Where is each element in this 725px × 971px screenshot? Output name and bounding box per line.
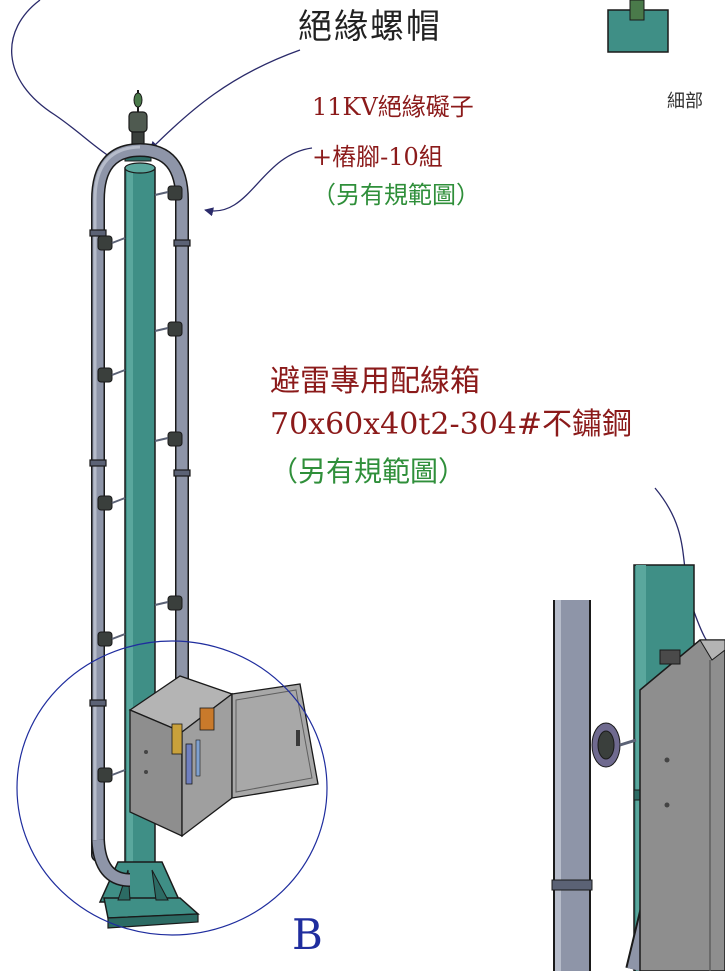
detail-view-b — [551, 564, 725, 971]
insulator-spec-note: （另有規範圖） — [312, 181, 480, 209]
detail-pole-top — [607, 0, 669, 53]
insulating-nut-label: 絕緣螺帽 — [298, 7, 442, 47]
insulator-leader — [204, 147, 313, 217]
detail-marker-b: B — [292, 910, 323, 959]
detail-circle-b — [16, 640, 328, 936]
insulators-right — [154, 185, 183, 611]
distribution-box — [128, 675, 319, 838]
nut-leader-left — [11, 0, 116, 161]
insulator-spec-line1: 11KV絕緣礙子 — [312, 93, 474, 121]
box-title: 避雷專用配線箱 — [270, 364, 480, 399]
conduit-loop — [89, 142, 191, 887]
box-spec: 70x60x40t2-304#不鏽鋼 — [270, 407, 633, 442]
box-note: （另有規範圖） — [270, 455, 467, 488]
nut-leader-right — [149, 49, 301, 151]
insulator-spec-line2: +樁腳-10組 — [312, 143, 443, 171]
insulators-left — [97, 235, 126, 783]
detail-label: 細部 — [667, 91, 703, 112]
